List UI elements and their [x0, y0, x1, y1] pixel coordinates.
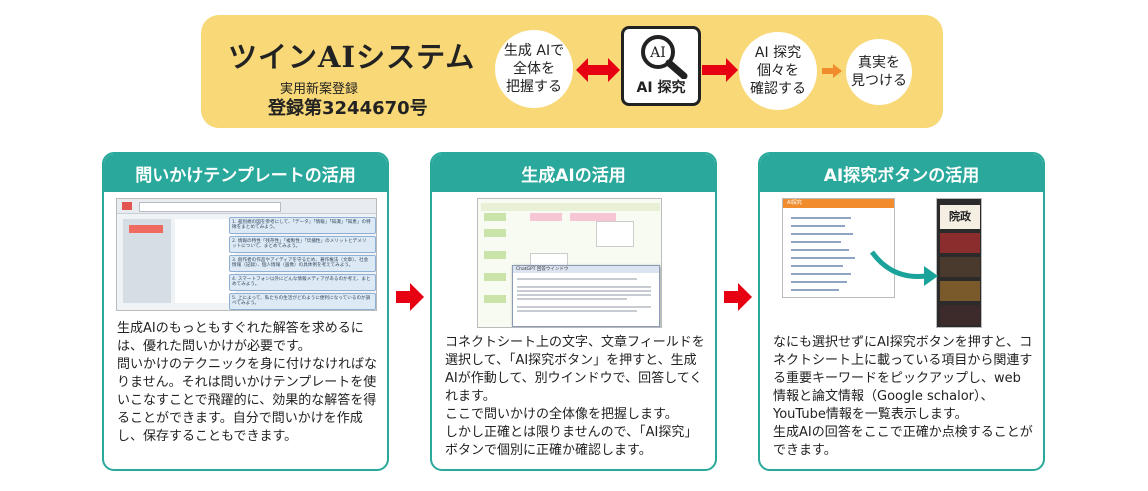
ai-explore-bubble: AI 探究 個々を 確認する [739, 32, 817, 110]
template-card-text: 生成AIのもっともすぐれた解答を求めるには、優れた問いかけが必要です。 問いかけ… [117, 321, 378, 444]
template-item[interactable]: 3. 創作者の作品やアイディアを守るため、著作権法（文章）、社会情報（記録）、個… [232, 258, 369, 269]
generative-ai-card: 生成AIの活用 ChatGPT 回答ウインドウ コネクトシート上の文字、文章フィ… [430, 152, 717, 471]
youtube-results-screenshot: 院政 [936, 198, 982, 328]
template-item[interactable]: 2. 情報の特性「残存性」「複製性」「伝播性」のメリットとデメリットについて、ま… [232, 239, 367, 250]
generative-ai-card-heading: 生成AIの活用 [432, 154, 715, 192]
magnifier-icon: AI [641, 35, 688, 79]
template-item[interactable]: 5. 上によって、私たちの生活がどのように便利になっているのか調べてみよう。 [232, 296, 371, 307]
pointer-arrow-icon [869, 250, 938, 286]
ai-window-title: ChatGPT 回答ウインドウ [513, 266, 659, 273]
ai-explore-card-heading: AI探究ボタンの活用 [760, 154, 1043, 192]
ai-explore-screenshot: AI探究 [782, 198, 895, 298]
generative-ai-card-text: コネクトシート上の文字、文章フィールドを選択して、「AI探究ボタン」を押すと、生… [445, 335, 705, 458]
ai-explore-card-text: なにも選択せずにAI探究ボタンを押すと、コネクトシート上に載っている項目から関連… [773, 335, 1033, 458]
flow-arrow-icon [396, 283, 424, 311]
truth-bubble: 真実を 見つける [846, 39, 912, 105]
ai-explore-window-title: AI探究 [783, 199, 894, 208]
template-screenshot: 1. 差別規の図を参考にして、「データ」「情報」「知識」「知恵」の特徴をまとめて… [116, 198, 377, 311]
video-thumbnail: 院政 [940, 205, 980, 229]
registration-label: 実用新案登録 [280, 82, 359, 97]
template-card: 問いかけテンプレートの活用 1. 差別規の図を参考にして、「データ」「情報」「知… [102, 152, 389, 471]
orange-arrow-icon [822, 64, 842, 78]
double-arrow-icon [576, 58, 620, 82]
ai-explore-label: AI 探究 [636, 80, 686, 96]
flow-arrow-icon [724, 283, 752, 311]
right-arrow-icon [702, 58, 738, 82]
template-item[interactable]: 4. スマートフォン以外にどんな情報メディアがあるのか考え、まとめてみよう。 [232, 277, 371, 288]
connect-sheet-screenshot: ChatGPT 回答ウインドウ [477, 198, 662, 328]
ai-explore-button[interactable]: AI AI 探究 [621, 26, 701, 106]
template-card-heading: 問いかけテンプレートの活用 [104, 154, 387, 192]
svg-text:AI: AI [649, 45, 666, 61]
ai-answer-window[interactable]: ChatGPT 回答ウインドウ [512, 265, 660, 327]
generative-ai-bubble: 生成 AIで 全体を 把握する [495, 30, 573, 108]
system-title: ツインAIシステム [228, 40, 476, 74]
template-item[interactable]: 1. 差別規の図を参考にして、「データ」「情報」「知識」「知恵」の特徴をまとめて… [232, 220, 371, 231]
registration-number: 登録第3244670号 [268, 98, 428, 119]
ai-explore-card: AI探究ボタンの活用 AI探究 院政 なにも選択せずにAI探究ボタンを押すと、コ… [758, 152, 1045, 471]
